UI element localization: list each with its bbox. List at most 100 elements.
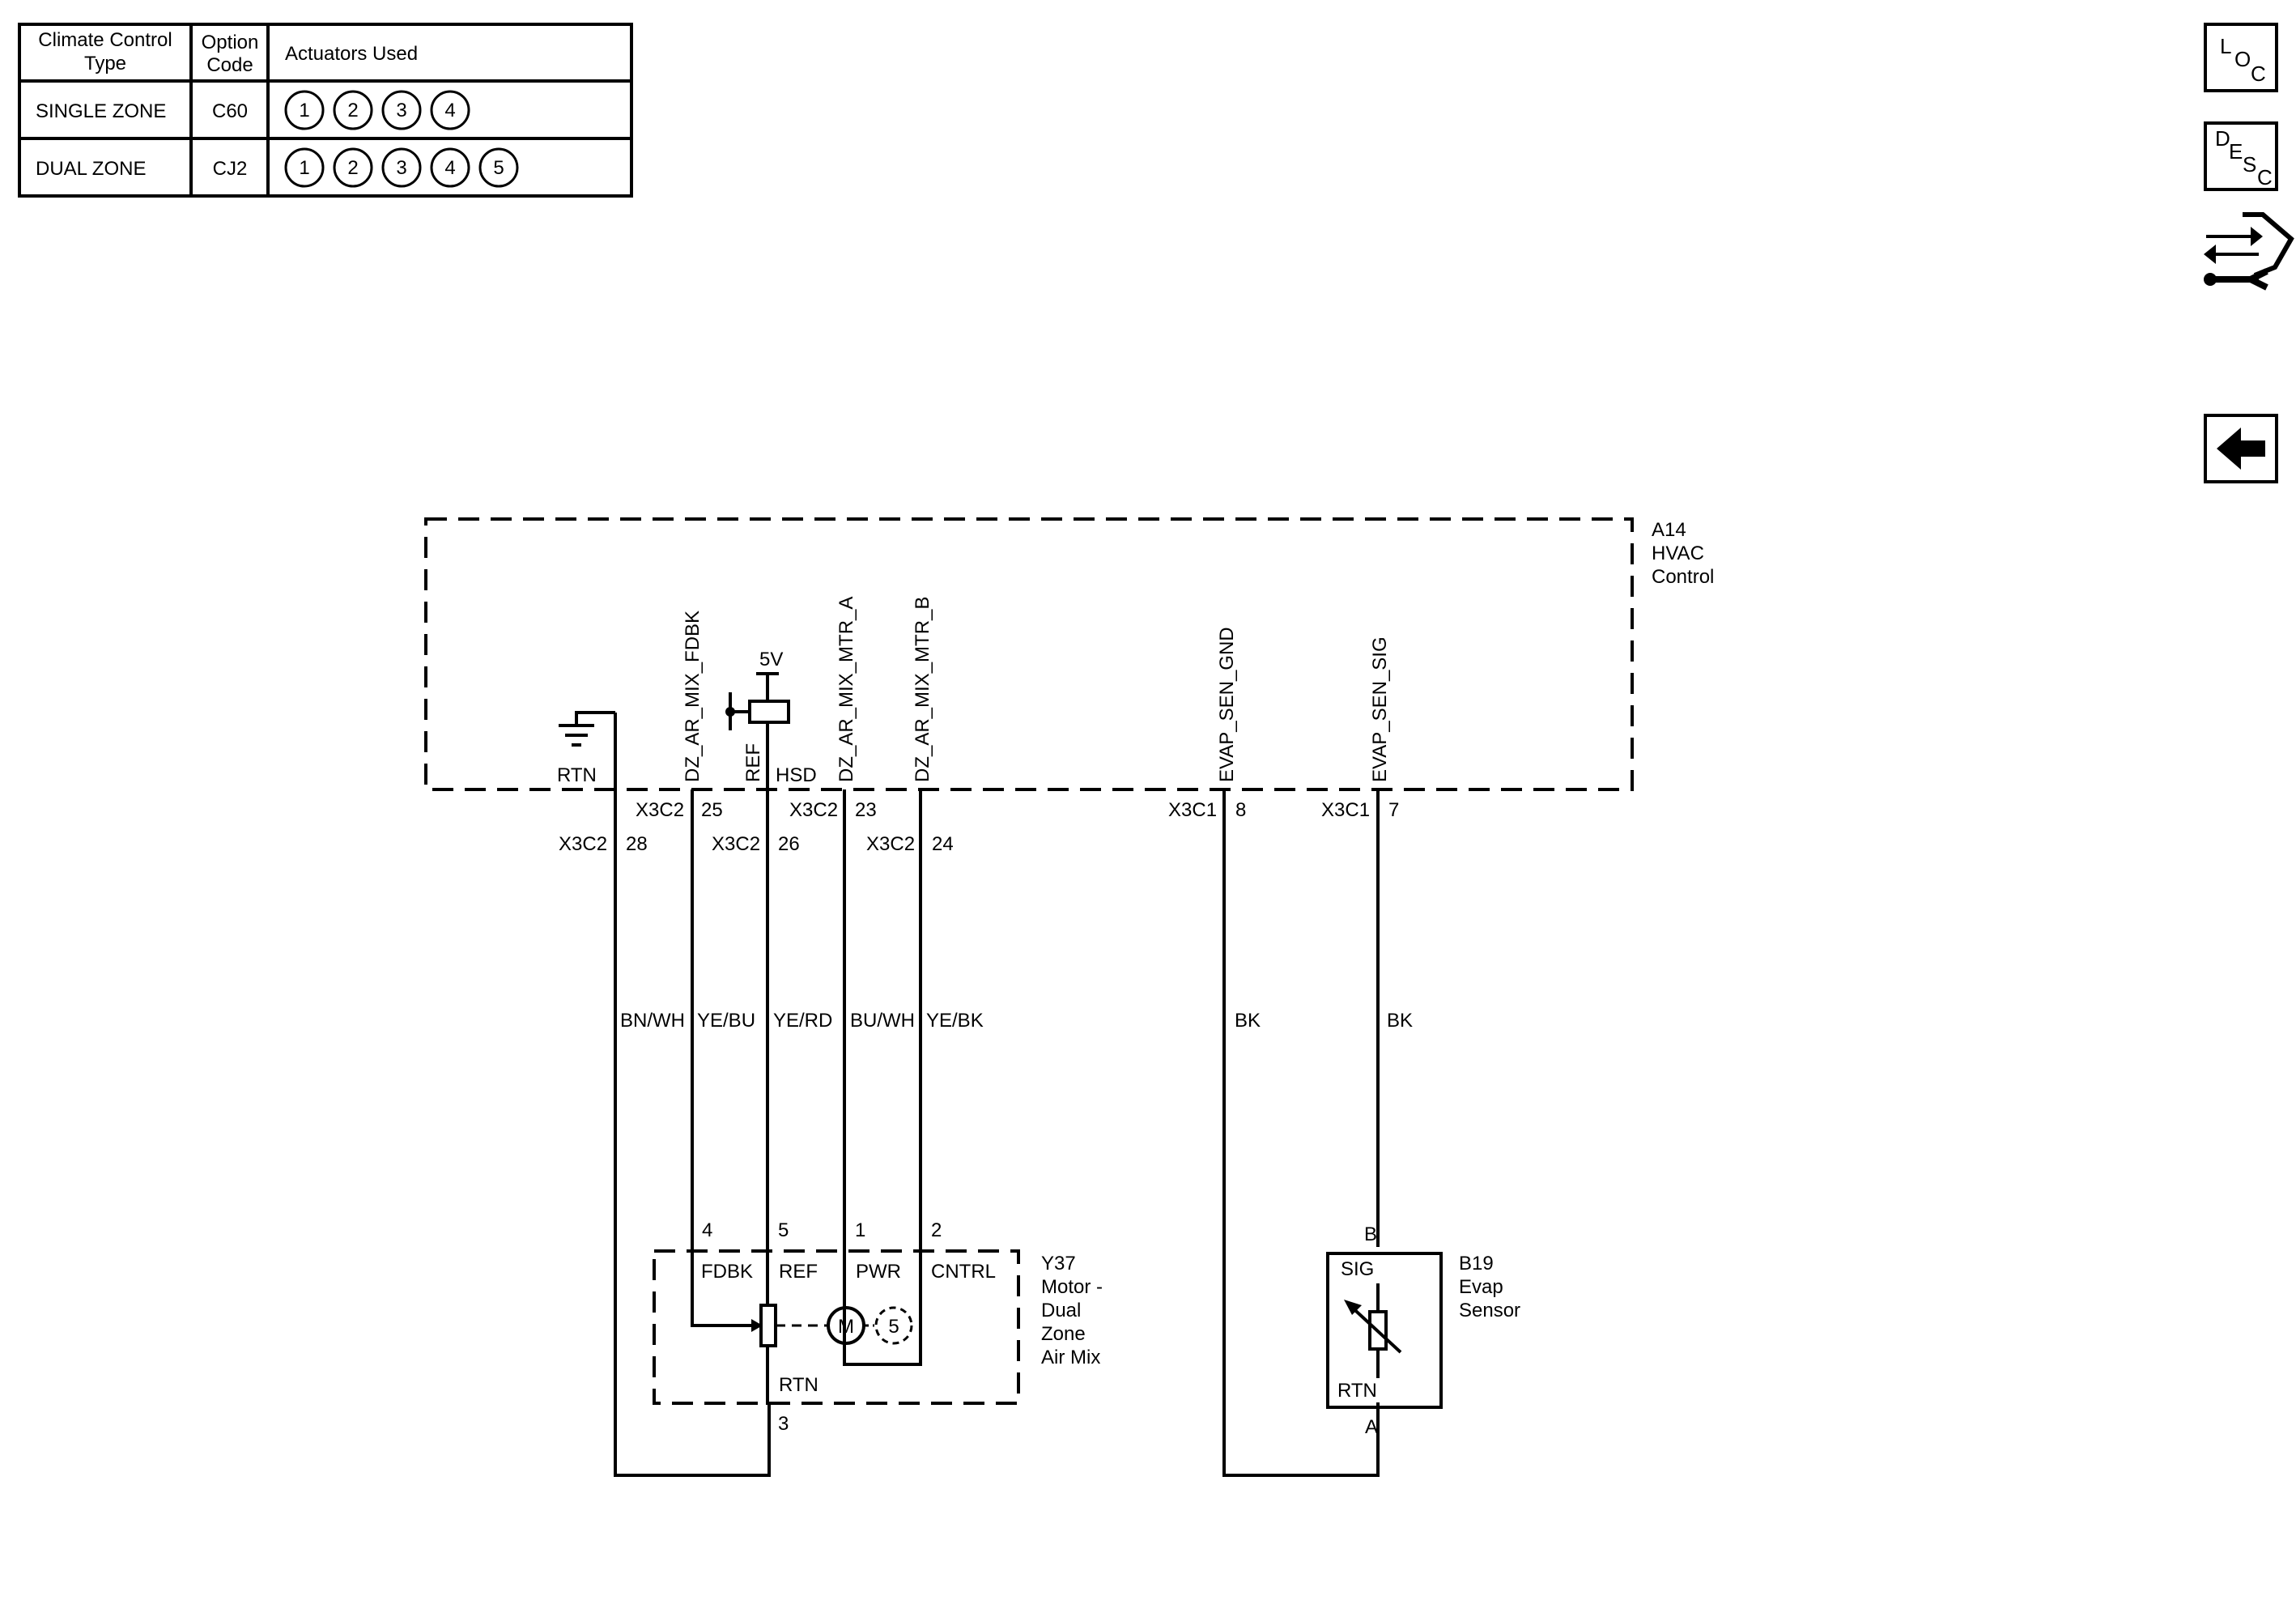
table-row-dual-type: DUAL ZONE bbox=[36, 158, 146, 180]
module-connector-labels: X3C2 28 X3C2 25 X3C2 26 X3C2 23 X3C2 24 … bbox=[559, 799, 1399, 855]
wire-color-ye-bu: YE/BU bbox=[697, 1010, 755, 1032]
actuator-circle-icon bbox=[333, 147, 373, 188]
hvac-module-ref: A14 bbox=[1652, 519, 1686, 541]
hvac-control-module: A14 HVAC Control RTN 5V HSD bbox=[424, 517, 1714, 791]
motor-name-line4: Air Mix bbox=[1041, 1347, 1100, 1368]
wire-bk-gnd bbox=[1222, 789, 1380, 1477]
wire-bn-wh bbox=[614, 713, 771, 1477]
pin-24: 24 bbox=[932, 833, 954, 855]
conn-x3c2-pin26: X3C2 bbox=[712, 833, 760, 855]
actuator-number: 4 bbox=[444, 100, 455, 121]
actuator-circle-icon bbox=[284, 147, 325, 188]
desc-letter-e: E bbox=[2229, 139, 2243, 164]
hvac-module-name-line2: Control bbox=[1652, 566, 1714, 588]
conn-x3c1-pin7: X3C1 bbox=[1321, 799, 1370, 821]
pin-25: 25 bbox=[701, 799, 723, 821]
wire-color-ye-bk: YE/BK bbox=[926, 1010, 984, 1032]
signal-evap-sen-gnd: EVAP_SEN_GND bbox=[1216, 627, 1238, 782]
supply-5v-label: 5V bbox=[759, 649, 783, 670]
loc-button[interactable]: L O C bbox=[2204, 23, 2278, 92]
pin-7: 7 bbox=[1388, 799, 1399, 821]
motor-pin-3: 3 bbox=[778, 1413, 789, 1435]
conn-x3c2-pin24: X3C2 bbox=[866, 833, 915, 855]
actuator-number: 3 bbox=[396, 157, 406, 179]
signal-ref: REF bbox=[742, 743, 764, 782]
wire-color-bn-wh: BN/WH bbox=[620, 1010, 685, 1032]
table-header-actuators: Actuators Used bbox=[285, 43, 418, 65]
feedback-potentiometer bbox=[759, 1304, 777, 1347]
signal-evap-sen-sig: EVAP_SEN_SIG bbox=[1369, 636, 1391, 782]
actuator-circle-icon bbox=[381, 147, 422, 188]
motor-label-pwr: PWR bbox=[856, 1261, 901, 1283]
table-header-code-line2: Code bbox=[206, 54, 253, 76]
signal-dz-ar-mix-mtr-a: DZ_AR_MIX_MTR_A bbox=[835, 597, 857, 782]
pin-8: 8 bbox=[1235, 799, 1246, 821]
wire-color-bk-gnd: BK bbox=[1235, 1010, 1261, 1032]
sensor-label-rtn: RTN bbox=[1337, 1380, 1377, 1402]
loc-letter-l: L bbox=[2220, 34, 2231, 58]
actuator-number-5: 5 bbox=[888, 1316, 899, 1338]
desc-letter-s: S bbox=[2243, 152, 2256, 177]
table-row-single-code: C60 bbox=[212, 100, 248, 122]
actuator-number: 5 bbox=[493, 157, 504, 179]
motor-pin-4: 4 bbox=[702, 1219, 712, 1241]
signal-dz-ar-mix-mtr-b: DZ_AR_MIX_MTR_B bbox=[912, 597, 933, 782]
pin-23: 23 bbox=[855, 799, 877, 821]
wires bbox=[614, 713, 1380, 1477]
actuator-circle-icon bbox=[430, 90, 470, 130]
wire-color-bk-sig: BK bbox=[1387, 1010, 1413, 1032]
motor-pin-1: 1 bbox=[855, 1219, 865, 1241]
table-row-dual-code: CJ2 bbox=[213, 158, 248, 180]
option-table: Climate Control Type Option Code Actuato… bbox=[18, 23, 633, 198]
back-arrow-icon bbox=[2217, 428, 2265, 470]
table-row-single-type: SINGLE ZONE bbox=[36, 100, 166, 122]
actuator-circle-icon bbox=[381, 90, 422, 130]
pin-26: 26 bbox=[778, 833, 800, 855]
motor-pin-2: 2 bbox=[931, 1219, 942, 1241]
motor-pin-5: 5 bbox=[778, 1219, 789, 1241]
hvac-hsd-label: HSD bbox=[776, 764, 817, 786]
actuator-number: 1 bbox=[299, 157, 309, 179]
pin-28: 28 bbox=[626, 833, 648, 855]
actuator-list-dual-zone: 1 2 3 4 5 bbox=[284, 147, 519, 188]
motor-name-line2: Dual bbox=[1041, 1300, 1081, 1321]
sensor-pin-b: B bbox=[1364, 1223, 1377, 1245]
hvac-module-name-line1: HVAC bbox=[1652, 543, 1704, 564]
sensor-name-line2: Sensor bbox=[1459, 1300, 1520, 1321]
actuator-number: 4 bbox=[444, 157, 455, 179]
motor-label-fdbk: FDBK bbox=[701, 1261, 753, 1283]
actuator-number: 3 bbox=[396, 100, 406, 121]
sensor-name-line1: Evap bbox=[1459, 1276, 1503, 1298]
conn-x3c1-pin8: X3C1 bbox=[1168, 799, 1217, 821]
motor-name-line3: Zone bbox=[1041, 1323, 1086, 1345]
actuator-circle-icon bbox=[333, 90, 373, 130]
hvac-rtn-label: RTN bbox=[557, 764, 597, 786]
table-header-type-line2: Type bbox=[84, 53, 126, 74]
actuator-circle-icon bbox=[478, 147, 519, 188]
desc-letter-d: D bbox=[2215, 126, 2230, 151]
motor-y37: 4 5 1 2 3 FDBK REF PWR CNTRL RTN M 5 Y37… bbox=[653, 1219, 1103, 1435]
actuator-number: 2 bbox=[347, 157, 358, 179]
motor-ref: Y37 bbox=[1041, 1253, 1076, 1274]
wire-color-ye-rd: YE/RD bbox=[773, 1010, 832, 1032]
motor-name-line1: Motor - bbox=[1041, 1276, 1103, 1298]
wire-ye-bu bbox=[691, 789, 757, 1327]
motor-symbol-m: M bbox=[838, 1316, 854, 1338]
back-button[interactable] bbox=[2204, 414, 2278, 483]
connector-end-view-icon bbox=[2204, 212, 2294, 291]
motor-label-rtn: RTN bbox=[779, 1374, 818, 1396]
table-header-code-line1: Option bbox=[202, 32, 259, 53]
loc-letter-c: C bbox=[2251, 62, 2266, 86]
motor-label-cntrl: CNTRL bbox=[931, 1261, 996, 1283]
connector-end-view-button[interactable] bbox=[2204, 212, 2294, 291]
conn-x3c2-pin25: X3C2 bbox=[636, 799, 684, 821]
desc-button[interactable]: D E S C bbox=[2204, 121, 2278, 191]
reference-supply-5v bbox=[725, 672, 790, 789]
conn-x3c2-pin28: X3C2 bbox=[559, 833, 607, 855]
actuator-number: 2 bbox=[347, 100, 358, 121]
sensor-ref: B19 bbox=[1459, 1253, 1494, 1274]
wire-color-bu-wh: BU/WH bbox=[850, 1010, 915, 1032]
signal-dz-ar-mix-fdbk: DZ_AR_MIX_FDBK bbox=[682, 611, 704, 782]
actuator-number-icon bbox=[874, 1306, 913, 1345]
